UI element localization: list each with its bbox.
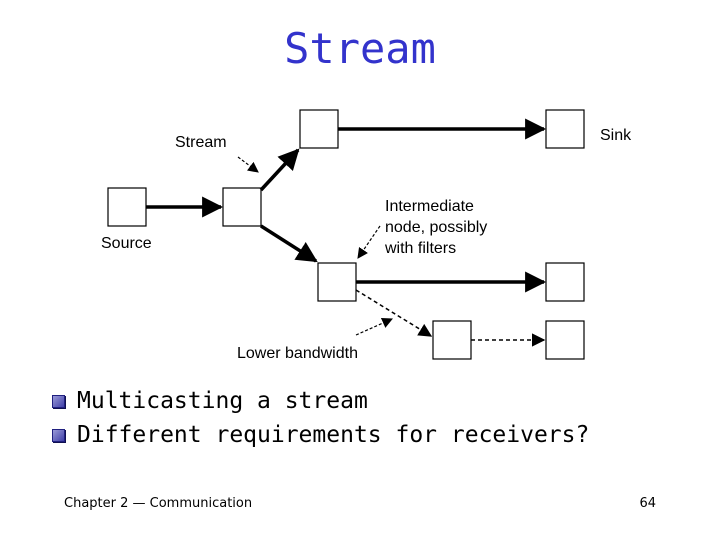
arrow-lower-bandwidth-1 [355, 289, 433, 337]
source-node [107, 187, 147, 227]
slide-title: Stream [284, 24, 436, 73]
label-source: Source [101, 235, 152, 252]
label-intermediate-3: with filters [384, 240, 456, 257]
bullet-item: Multicasting a stream [52, 384, 589, 418]
intermediate-node [317, 262, 357, 302]
top-node [299, 109, 339, 149]
label-stream: Stream [175, 134, 227, 151]
bullet-marker-icon [52, 428, 65, 442]
receiver-node-upper [545, 262, 585, 302]
label-sink: Sink [600, 127, 632, 144]
bullet-text: Multicasting a stream [77, 388, 368, 414]
relay-node [222, 187, 262, 227]
pointer-lower-bandwidth-label [355, 318, 393, 336]
label-intermediate-1: Intermediate [385, 198, 474, 215]
pointer-intermediate-label [357, 225, 381, 259]
arrow-relay-to-intermediate [260, 224, 318, 263]
pointer-stream-label [237, 156, 259, 173]
label-intermediate-2: node, possibly [385, 219, 487, 236]
lower-bandwidth-node [432, 320, 472, 360]
bullet-item: Different requirements for receivers? [52, 418, 590, 452]
arrow-relay-to-top [259, 148, 300, 192]
bullet-marker-icon [52, 394, 65, 408]
label-lower-bandwidth: Lower bandwidth [237, 345, 358, 362]
footer-chapter: Chapter 2 — Communication [64, 496, 253, 511]
sink-node [545, 109, 585, 149]
page-number: 64 [639, 496, 656, 511]
bullet-list: Multicasting a stream Different requirem… [52, 384, 590, 452]
receiver-node-lower [545, 320, 585, 360]
bullet-text: Different requirements for receivers? [77, 422, 590, 448]
